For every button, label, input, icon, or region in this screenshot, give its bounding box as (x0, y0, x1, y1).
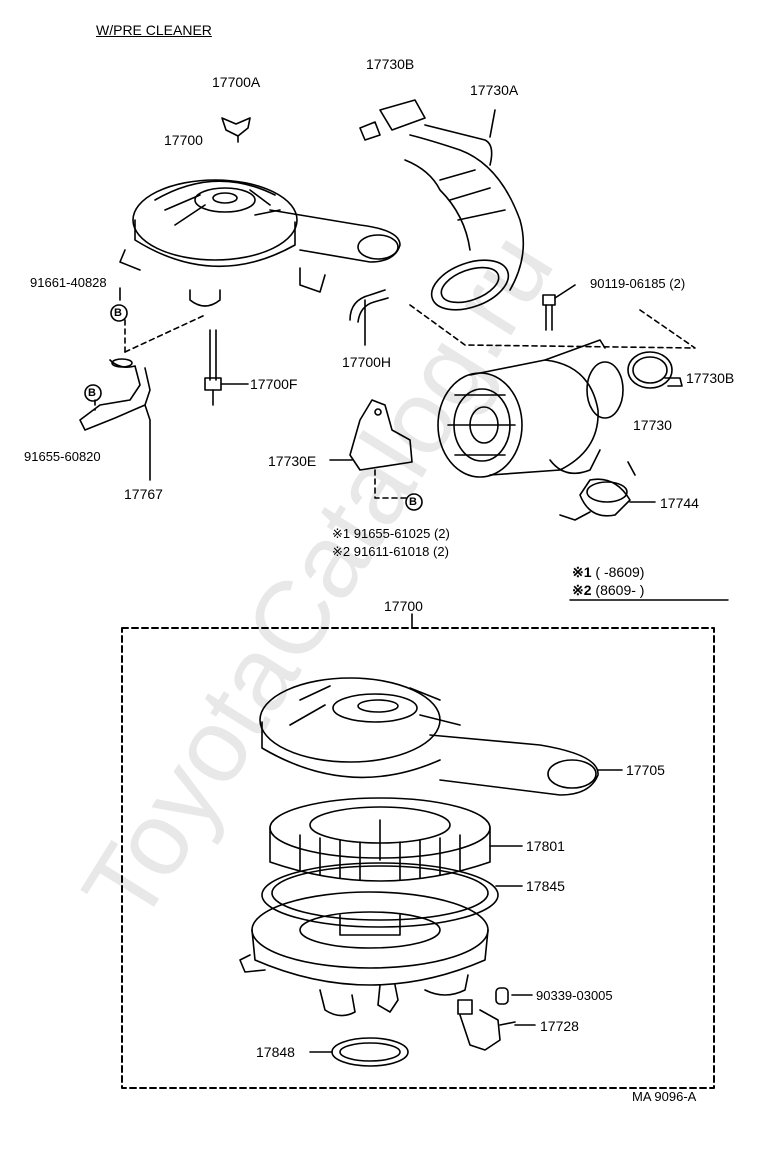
marker-b: B (88, 387, 96, 399)
diagram-code: MA 9096-A (632, 1089, 697, 1104)
part-label[interactable]: 17700H (342, 354, 392, 370)
part-label[interactable]: 17848 (256, 1044, 295, 1060)
case-body (239, 891, 489, 1017)
bracket-17767 (79, 358, 151, 481)
part-label[interactable]: 17705 (626, 762, 665, 778)
marker-b: B (409, 496, 417, 508)
marker-b-circle (405, 493, 423, 511)
part-label[interactable]: 17730E (268, 453, 317, 469)
marker-b-circle (110, 304, 128, 322)
legend-row-1: ※1 ( -8609) (572, 564, 644, 581)
intake-hose-17730A (359, 99, 525, 311)
part-label[interactable]: 17700 (384, 598, 423, 614)
bracket-17730E (329, 399, 413, 471)
cap-90339 (495, 987, 533, 1005)
part-label[interactable]: 17730A (470, 82, 519, 98)
stud-17700F (204, 329, 249, 406)
part-label[interactable]: 17767 (124, 486, 163, 502)
part-label[interactable]: 91655-60820 (24, 449, 101, 464)
dashed-leader-e (374, 469, 411, 499)
wing-nut-17700A (221, 117, 251, 143)
dashed-group-box (121, 627, 715, 1089)
part-label[interactable]: 17845 (526, 878, 565, 894)
part-label[interactable]: 17700F (250, 376, 298, 392)
part-label[interactable]: 90119-06185 (2) (590, 276, 686, 291)
part-label[interactable]: 17730 (633, 417, 672, 433)
legend-mark-2: ※2 (572, 582, 592, 598)
part-label[interactable]: 17700 (164, 132, 203, 148)
note-label-1[interactable]: ※1 91655-61025 (2) (332, 526, 450, 541)
part-label[interactable]: 90339-03005 (536, 988, 613, 1003)
part-label[interactable]: 17728 (540, 1018, 579, 1034)
marker-b-circle (84, 384, 102, 402)
pre-cleaner-17730 (437, 339, 624, 478)
bolt-90119 (542, 284, 576, 331)
element-17801 (269, 797, 523, 882)
legend-range-2: (8609- ) (595, 582, 645, 598)
part-label[interactable]: 91661-40828 (30, 275, 107, 290)
clamp-17730B (627, 351, 683, 389)
hose-17700H (349, 289, 389, 346)
oring-17848 (309, 1037, 409, 1067)
note-label-2[interactable]: ※2 91611-61018 (2) (332, 544, 449, 559)
part-label[interactable]: 17730B (366, 56, 415, 72)
diagram-title: W/PRE CLEANER (96, 22, 212, 38)
part-label[interactable]: 17744 (660, 495, 699, 511)
valve-17728 (457, 999, 536, 1051)
part-label[interactable]: 17700A (212, 74, 261, 90)
marker-b: B (114, 307, 122, 319)
gasket-17845 (261, 862, 523, 928)
hose-17744 (559, 461, 656, 521)
legend-mark-1: ※1 (572, 564, 592, 580)
legend-range-1: ( -8609) (595, 564, 645, 580)
legend-row-2: ※2 (8609- ) (572, 582, 644, 599)
air-cleaner-assembly-top (119, 179, 401, 307)
dashed-leaders-left (94, 314, 206, 411)
cover-17705 (259, 677, 623, 796)
part-label[interactable]: 17730B (686, 370, 735, 386)
part-label[interactable]: 17801 (526, 838, 565, 854)
